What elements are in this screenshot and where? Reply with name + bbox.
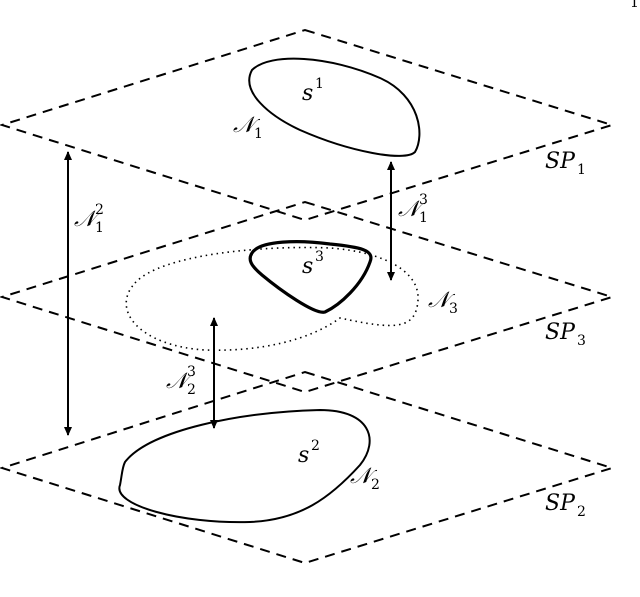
region-n2	[118, 408, 371, 524]
svg-text:3: 3	[449, 301, 458, 317]
svg-text:2: 2	[371, 477, 380, 493]
label-sp1: SP 1	[545, 149, 586, 178]
label-s1: s 1	[302, 76, 324, 106]
label-arrow-n2-3: 𝒩 2 3	[166, 364, 196, 398]
label-n1: 𝒩 1	[233, 113, 263, 142]
svg-text:2: 2	[311, 438, 320, 454]
svg-text:SP: SP	[545, 320, 576, 345]
svg-text:1: 1	[419, 210, 428, 226]
svg-text:3: 3	[315, 249, 324, 265]
label-arrow-n1-3: 𝒩 1 3	[398, 192, 428, 226]
svg-text:SP: SP	[545, 149, 576, 174]
svg-text:1: 1	[254, 126, 263, 142]
label-arrow-n1-2: 𝒩 1 2	[74, 202, 104, 236]
region-s3	[248, 240, 373, 314]
region-n3	[125, 246, 419, 352]
svg-text:1: 1	[577, 162, 586, 178]
svg-text:s: s	[302, 81, 313, 106]
svg-text:3: 3	[577, 333, 586, 349]
svg-text:2: 2	[187, 382, 196, 398]
label-n3: 𝒩 3	[428, 288, 458, 317]
label-sp2: SP 2	[545, 491, 586, 520]
svg-text:1: 1	[95, 220, 104, 236]
label-s3: s 3	[302, 249, 324, 279]
svg-text:3: 3	[187, 364, 196, 380]
svg-text:2: 2	[577, 504, 586, 520]
svg-text:1: 1	[315, 76, 324, 92]
svg-text:s: s	[298, 443, 309, 468]
corner-mark: 1	[630, 0, 639, 11]
svg-text:s: s	[302, 254, 313, 279]
label-n2: 𝒩 2	[350, 464, 380, 493]
region-n1	[248, 57, 421, 157]
svg-text:3: 3	[419, 192, 428, 208]
label-sp3: SP 3	[545, 320, 586, 349]
label-s2: s 2	[298, 438, 320, 468]
svg-text:SP: SP	[545, 491, 576, 516]
svg-text:2: 2	[95, 202, 104, 218]
